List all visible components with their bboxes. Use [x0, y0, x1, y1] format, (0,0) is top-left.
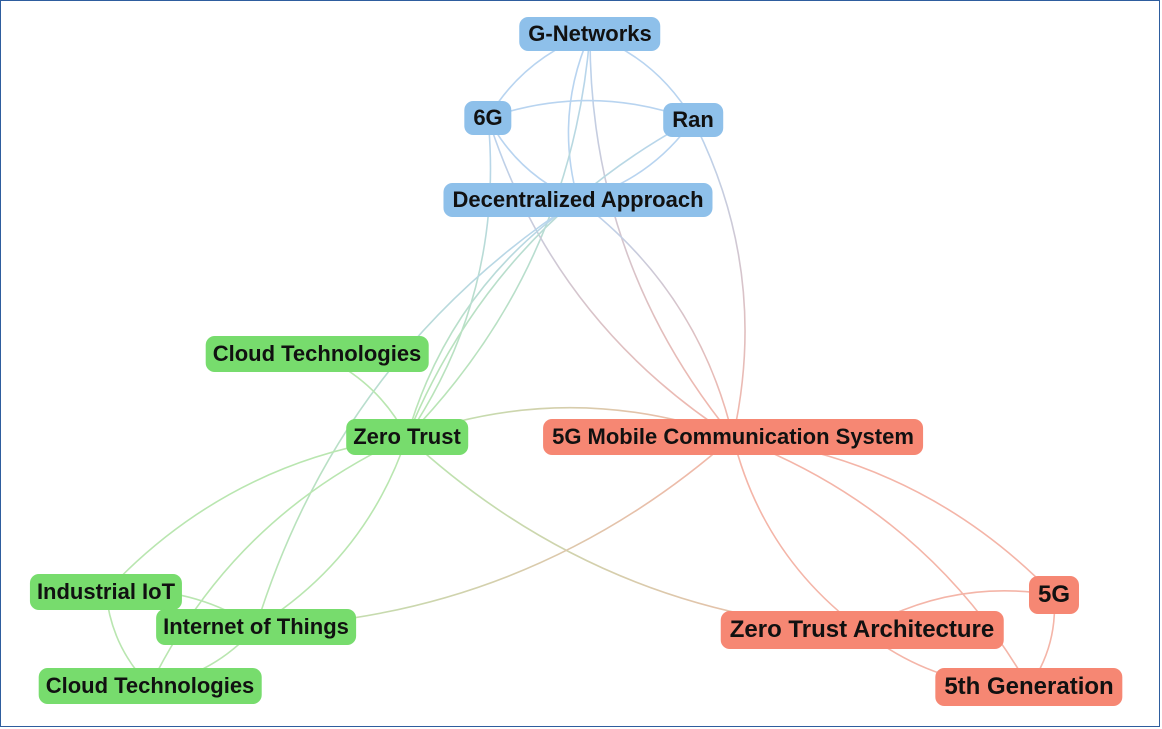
node-decentralized-approach: Decentralized Approach — [443, 183, 713, 217]
edge-fiveg_mobile-five_g — [732, 436, 1055, 596]
node-g-networks: G-Networks — [519, 17, 661, 51]
node-ran: Ran — [663, 103, 723, 137]
node-6g: 6G — [464, 101, 512, 135]
edge-zero_trust-zta — [406, 436, 863, 631]
edge-ran-zero_trust — [406, 119, 694, 438]
node-cloud-technologies-bottom: Cloud Technologies — [38, 668, 262, 704]
edge-zero_trust-iot — [255, 436, 408, 628]
node-5g-mobile-communication-system: 5G Mobile Communication System — [543, 419, 923, 455]
edge-six_g-fiveg_mobile — [487, 117, 734, 438]
edge-g_networks-decentralized — [567, 33, 591, 201]
edge-decentralized-fiveg_mobile — [577, 199, 734, 438]
node-industrial-iot: Industrial IoT — [29, 574, 183, 610]
edge-g_networks-zero_trust — [406, 33, 591, 438]
node-zero-trust: Zero Trust — [346, 419, 468, 455]
edge-decentralized-iot — [255, 199, 579, 628]
node-cloud-technologies-top: Cloud Technologies — [205, 336, 429, 372]
node-5g: 5G — [1028, 576, 1080, 614]
edge-iot-fiveg_mobile — [255, 436, 734, 628]
node-zero-trust-architecture: Zero Trust Architecture — [720, 611, 1004, 649]
node-5th-generation: 5th Generation — [935, 668, 1123, 706]
edge-fiveg_mobile-zta — [732, 436, 863, 631]
edge-decentralized-zero_trust — [406, 199, 579, 438]
node-internet-of-things: Internet of Things — [156, 609, 356, 645]
edge-six_g-zero_trust — [406, 117, 492, 438]
edge-g_networks-fiveg_mobile — [589, 33, 734, 438]
edge-ran-fiveg_mobile — [692, 119, 746, 438]
